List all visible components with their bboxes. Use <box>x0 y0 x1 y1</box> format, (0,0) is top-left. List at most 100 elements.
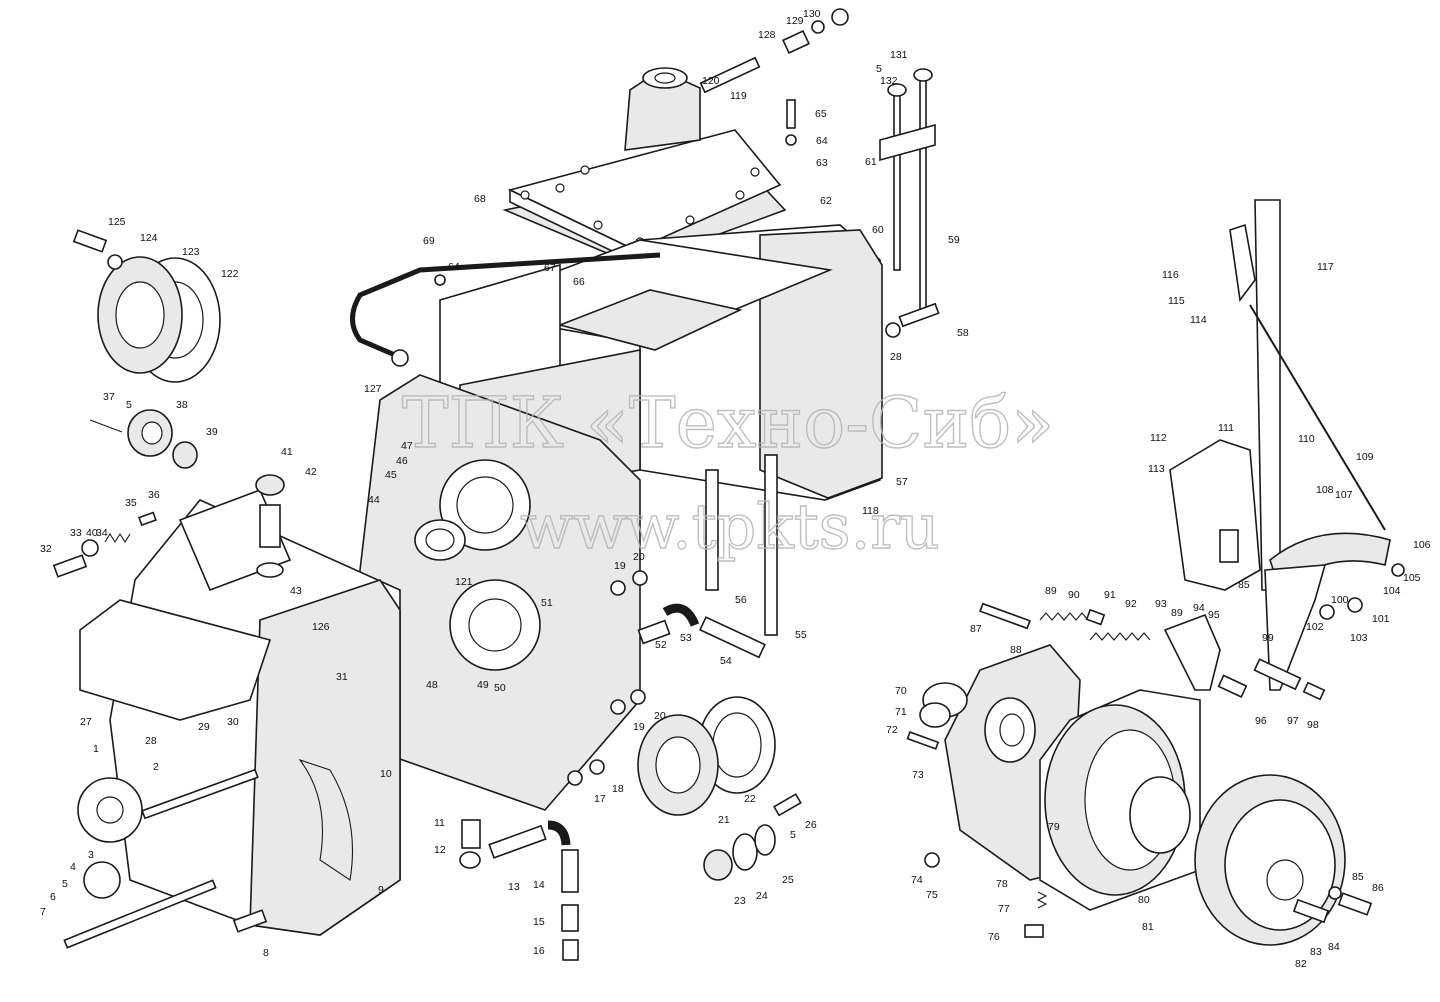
bolt-125 <box>72 229 108 253</box>
callout-29: 29 <box>198 721 210 733</box>
callout-81: 81 <box>1142 921 1154 933</box>
callout-105: 105 <box>1403 572 1421 584</box>
callout-22: 22 <box>744 793 756 805</box>
bolt-7 <box>63 879 217 949</box>
callout-54: 54 <box>720 655 732 667</box>
bolt-84 <box>1292 898 1330 924</box>
small-parts-center <box>52 454 778 961</box>
rod-59-head <box>913 68 933 82</box>
callout-5d: 5 <box>876 63 882 75</box>
callout-7: 7 <box>40 906 46 918</box>
callout-labels: 1 2 3 4 5 5 5 5 6 7 8 9 10 11 12 13 14 1… <box>40 8 1431 970</box>
callout-122: 122 <box>221 268 239 280</box>
callout-114: 114 <box>1190 314 1207 326</box>
bolt-58 <box>898 302 940 328</box>
callout-50: 50 <box>494 682 506 694</box>
callout-104: 104 <box>1383 585 1401 597</box>
callout-25: 25 <box>782 874 794 886</box>
pin-35 <box>138 511 157 527</box>
top-cover-assembly <box>502 67 787 266</box>
callout-78: 78 <box>996 878 1008 890</box>
callout-38: 38 <box>176 399 188 411</box>
callout-116: 116 <box>1162 269 1179 281</box>
callout-53: 53 <box>680 632 692 644</box>
callout-130: 130 <box>803 8 821 20</box>
callout-71: 71 <box>895 706 907 718</box>
callout-58: 58 <box>957 327 969 339</box>
nut-74 <box>924 852 940 868</box>
callout-33: 33 <box>70 527 82 539</box>
callout-61: 61 <box>865 156 877 168</box>
shaft-112 <box>1219 529 1239 563</box>
callout-100: 100 <box>1331 594 1349 606</box>
callout-51: 51 <box>541 597 553 609</box>
callout-120: 120 <box>702 75 720 87</box>
callout-68: 68 <box>474 193 486 205</box>
spring-90 <box>1039 612 1089 621</box>
left-housing-flange <box>249 579 401 936</box>
callout-28a: 28 <box>145 735 157 747</box>
callout-121: 121 <box>455 576 473 588</box>
bolt-98 <box>1302 681 1326 701</box>
callout-5b: 5 <box>126 399 132 411</box>
callout-34: 34 <box>96 527 108 539</box>
callout-94: 94 <box>1193 602 1205 614</box>
callout-1: 1 <box>93 743 99 755</box>
watermark: ТПК «Техно-Сиб» www.tpkts.ru <box>401 381 1055 563</box>
callout-95: 95 <box>1208 609 1220 621</box>
callout-89b: 89 <box>1171 607 1183 619</box>
callout-73: 73 <box>912 769 924 781</box>
callout-18: 18 <box>612 783 624 795</box>
callout-93: 93 <box>1155 598 1167 610</box>
clutch-cover <box>637 696 776 881</box>
callout-91: 91 <box>1104 589 1116 601</box>
callout-131: 131 <box>890 49 908 61</box>
watermark-line2: www.tpkts.ru <box>520 490 940 563</box>
bolt-87 <box>979 602 1031 630</box>
callout-55: 55 <box>795 629 807 641</box>
tube-56 <box>705 469 719 591</box>
callout-63: 63 <box>816 157 828 169</box>
cover-21-inner <box>655 736 701 794</box>
stud-72 <box>906 731 940 750</box>
hub-79 <box>1129 776 1191 854</box>
bolt-2 <box>141 768 259 820</box>
callout-31: 31 <box>336 671 348 683</box>
cover-boss-bore <box>654 72 676 84</box>
callout-112: 112 <box>1150 432 1167 444</box>
bolt-32 <box>52 554 88 578</box>
callout-87: 87 <box>970 623 982 635</box>
fitting-128 <box>782 29 810 55</box>
lever-assembly <box>1169 199 1405 701</box>
fork-94 <box>1163 613 1221 691</box>
callout-13: 13 <box>508 881 520 893</box>
callout-103: 103 <box>1350 632 1368 644</box>
plug-11 <box>461 819 481 849</box>
callout-108: 108 <box>1316 484 1334 496</box>
rod-109 <box>1249 304 1386 531</box>
bolt-96 <box>1217 674 1248 698</box>
callout-52: 52 <box>655 639 667 651</box>
callout-9: 9 <box>378 884 384 896</box>
flange-4 <box>83 861 121 899</box>
nut-20b <box>630 689 646 705</box>
callout-126: 126 <box>312 621 330 633</box>
left-housing <box>77 488 401 936</box>
bearing-cap-121-inner <box>425 528 455 552</box>
washer-103 <box>1319 604 1335 620</box>
callout-92: 92 <box>1125 598 1137 610</box>
callout-28b: 28 <box>890 351 902 363</box>
washer-85 <box>1328 886 1342 900</box>
callout-59: 59 <box>948 234 960 246</box>
callout-27: 27 <box>80 716 92 728</box>
rod-60-head <box>887 83 907 97</box>
callout-43: 43 <box>290 585 302 597</box>
clutch-housing-right <box>773 602 1373 946</box>
callout-82: 82 <box>1295 958 1307 970</box>
callout-119: 119 <box>730 90 747 102</box>
callout-79: 79 <box>1048 821 1060 833</box>
callout-129: 129 <box>786 15 804 27</box>
callout-124: 124 <box>140 232 158 244</box>
